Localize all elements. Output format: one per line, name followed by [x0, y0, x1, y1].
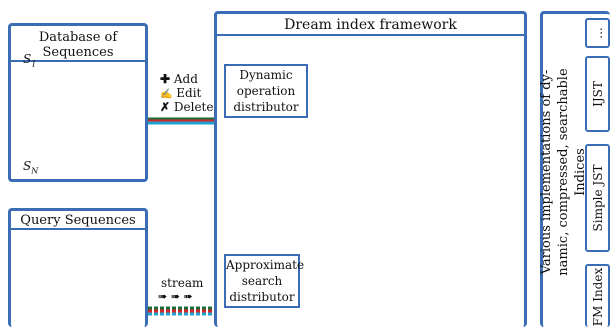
tab-more[interactable]: ... — [585, 18, 610, 48]
stream-arrows-icon: ➠ ➠ ➠ — [158, 290, 193, 303]
stream-label: stream — [161, 276, 204, 290]
query-panel: Query Sequences — [8, 208, 148, 327]
cross-icon: ✗ — [160, 100, 171, 114]
plus-icon: ✚ — [160, 72, 171, 86]
framework-title: Dream index framework — [217, 17, 524, 36]
sequence-label-last: SN — [23, 159, 39, 176]
tab-simple-jst[interactable]: Simple JST — [585, 144, 610, 252]
operation-delete: ✗ Delete — [160, 100, 214, 114]
approximate-search-distributor: Approximate search distributor — [224, 254, 304, 308]
operation-edit: ✍ Edit — [160, 86, 202, 100]
dynamic-operation-distributor: Dynamic operation distributor — [224, 64, 308, 118]
implementations-description: Various implementations of dy- namic, co… — [539, 68, 588, 276]
pencil-icon: ✍ — [160, 89, 173, 100]
framework-panel: Dream index framework — [214, 11, 527, 327]
sequence-label-first: S1 — [23, 52, 37, 69]
database-panel: Database of Sequences S1 SN — [8, 23, 148, 182]
query-panel-title: Query Sequences — [11, 213, 145, 230]
tab-ijst[interactable]: IJST — [585, 56, 610, 132]
database-panel-title: Database of Sequences — [11, 30, 145, 62]
operation-add: ✚ Add — [160, 72, 198, 86]
tab-fm-index[interactable]: FM Index — [585, 264, 610, 327]
